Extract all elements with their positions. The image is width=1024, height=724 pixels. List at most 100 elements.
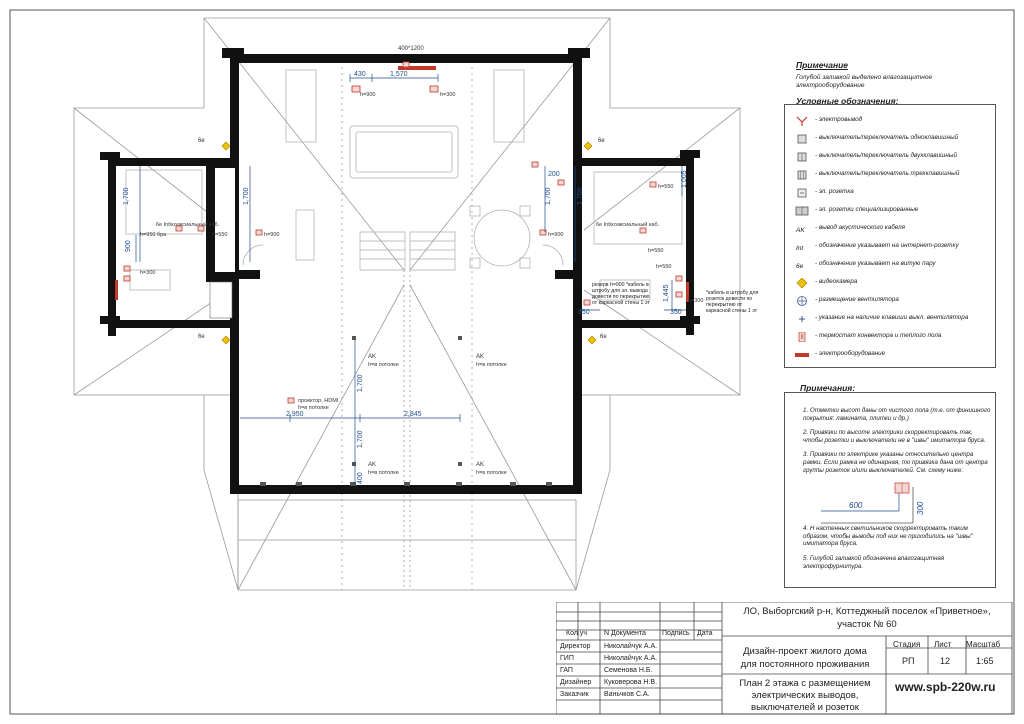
dim-center-v1: 1,700 bbox=[357, 374, 364, 392]
legend-label: - указание на наличие клавиши выкл. вент… bbox=[815, 314, 969, 321]
right-reserve-note: резерв h=900 *кабель в штробу для эл. вы… bbox=[592, 282, 650, 306]
plan-labels: 400*1200 430 1,570 h=900 h=300 1,700 1,7… bbox=[123, 46, 703, 484]
svg-text:Int: Int bbox=[796, 245, 804, 252]
legend-row: 6e - обозначение указывает на витую пару bbox=[785, 257, 997, 273]
legend-label: - обозначение указывает на интернет-розе… bbox=[815, 242, 959, 249]
left-cable-note: 6e Int/коаксиальный каб. bbox=[156, 221, 220, 228]
note-item: 4. Н настенных светильников скорректиров… bbox=[803, 525, 973, 548]
dim-center-400: 400 bbox=[357, 472, 364, 484]
legend-heading: Условные обозначения: bbox=[796, 96, 899, 106]
svg-text:AK: AK bbox=[795, 227, 805, 234]
role-name: Николайчук А.А. bbox=[604, 643, 658, 650]
legend-label: - выключатель/переключатель трехклавишны… bbox=[815, 170, 960, 177]
stage-header: Стадия bbox=[893, 640, 921, 649]
left-cable-h: h=950 бра bbox=[140, 232, 167, 238]
legend-row: - выключатель/переключатель двухклавишны… bbox=[785, 149, 997, 165]
acoustic-cable-icon: AK bbox=[795, 227, 805, 234]
socket-icon bbox=[797, 188, 807, 198]
furniture bbox=[125, 69, 683, 301]
dim-center-h2: 2,845 bbox=[404, 411, 422, 418]
dim-left-h550: h=550 bbox=[212, 232, 227, 238]
project-line2: участок № 60 bbox=[837, 619, 897, 630]
legend-label: - электрооборудование bbox=[815, 350, 886, 357]
equipment-icon bbox=[795, 353, 809, 357]
legend-row: AK - вывод акустического кабеля bbox=[785, 221, 997, 237]
dim-left-room-v2: 1,700 bbox=[243, 187, 250, 205]
ak-1-h: h=в потолке bbox=[368, 362, 399, 368]
legend-label: - электровывод bbox=[815, 116, 863, 123]
tag-6e-right-bottom: 6e bbox=[600, 334, 607, 340]
legend-row: - выключатель/переключатель трехклавишны… bbox=[785, 167, 997, 183]
scale-value: 1:65 bbox=[976, 656, 994, 666]
role-label: Заказчик bbox=[560, 691, 589, 698]
dim-right-h550c: h=550 bbox=[656, 264, 671, 270]
legend-label: - вывод акустического кабеля bbox=[815, 224, 905, 231]
ak-3: AK bbox=[368, 462, 376, 468]
sheet-line1: План 2 этажа с размещением bbox=[739, 678, 871, 689]
legend-row: - термостат конвектора и теплого пола bbox=[785, 329, 997, 345]
design-line1: Дизайн-проект жилого дома bbox=[743, 646, 867, 657]
tag-6e-right-top: 6e bbox=[598, 138, 605, 144]
ak-4-h: h=в потолке bbox=[476, 470, 507, 476]
dim-right-v2: 1,005 bbox=[681, 170, 688, 188]
dim-top-left: 430 bbox=[354, 71, 366, 78]
fan-icon bbox=[797, 296, 807, 306]
sheet-line3: выключателей и розеток bbox=[751, 702, 859, 713]
legend-label: - видеокамера bbox=[815, 278, 858, 285]
note-diagram: 600 300 bbox=[803, 481, 991, 525]
legend-row: - выключатель/переключатель одноклавишны… bbox=[785, 131, 997, 147]
legend-row: - эл. розетка bbox=[785, 185, 997, 201]
ak-2: AK bbox=[476, 354, 484, 360]
notes-list: 1. Отметки высот даны от чистого пола (т… bbox=[803, 407, 991, 577]
legend-row: - электрооборудование bbox=[785, 347, 997, 363]
role-name: Николайчук А.А. bbox=[604, 655, 658, 662]
dim-right-v1: 1,700 bbox=[577, 187, 584, 205]
legend-label: - выключатель/переключатель двухклавишны… bbox=[815, 152, 958, 159]
legend-row: - эл. розетки специализированные bbox=[785, 203, 997, 219]
legend-row: - видеокамера bbox=[785, 275, 997, 291]
dim-center-h1: 2,950 bbox=[286, 411, 304, 418]
dim-h900-top: h=900 bbox=[360, 92, 375, 98]
annotation-heading: Примечание bbox=[796, 60, 849, 70]
projector-h: h=в потолке bbox=[298, 405, 329, 411]
dim-left-room-v1: 1,700 bbox=[123, 187, 130, 205]
col-header: Кол.уч bbox=[566, 630, 587, 637]
role-label: Дизайнер bbox=[560, 679, 592, 686]
ak-2-h: h=в потолке bbox=[476, 362, 507, 368]
note-item: 1. Отметки высот даны от чистого пола (т… bbox=[803, 407, 991, 422]
role-name: Куковерова Н.В. bbox=[604, 679, 658, 686]
dim-right-200: 200 bbox=[548, 171, 560, 178]
legend-row: - размещение вентилятора bbox=[785, 293, 997, 309]
role-name: Ваньчков С.А. bbox=[604, 691, 650, 698]
dim-h300-top: h=300 bbox=[440, 92, 455, 98]
sheet-header: Лист bbox=[934, 640, 952, 649]
ceiling-points bbox=[260, 336, 552, 486]
thermostat-icon bbox=[798, 332, 806, 342]
legend-row: - указание на наличие клавиши выкл. вент… bbox=[785, 311, 997, 327]
walls bbox=[100, 48, 700, 494]
note-item: 2. Привязки по высоте электрики скоррект… bbox=[803, 429, 986, 444]
tag-6e-left-bottom: 6e bbox=[198, 334, 205, 340]
switch-double-icon bbox=[797, 152, 807, 162]
ak-3-h: h=в потолке bbox=[368, 470, 399, 476]
sheet-line2: электрических выводов, bbox=[751, 690, 859, 701]
note-item: 5. Голубой заливкой обозначена влагозащи… bbox=[803, 554, 945, 570]
twisted-pair-icon: 6e bbox=[796, 263, 804, 270]
ak-1: AK bbox=[368, 354, 376, 360]
legend-label: - обозначение указывает на витую пару bbox=[815, 260, 936, 267]
legend-label: - размещение вентилятора bbox=[815, 296, 899, 303]
dim-left-h300: h=300 bbox=[140, 270, 155, 276]
socket-offset-diagram: 600 300 bbox=[821, 482, 925, 524]
note-item: 3. Привязки по электрике указаны относит… bbox=[803, 451, 988, 474]
role-name: Семенова Н.Б. bbox=[604, 667, 653, 674]
dim-right-350a: 350 bbox=[578, 309, 590, 316]
special-socket-icon bbox=[795, 206, 809, 216]
legend-label: - термостат конвектора и теплого пола bbox=[815, 332, 942, 339]
notes-panel: 1. Отметки высот даны от чистого пола (т… bbox=[784, 392, 996, 588]
dim-right-1445: 1,445 bbox=[663, 284, 670, 302]
outer-frame bbox=[9, 9, 1015, 715]
title-block bbox=[556, 602, 1013, 715]
legend-label: - эл. розетка bbox=[815, 188, 854, 195]
svg-text:6e: 6e bbox=[796, 263, 804, 270]
